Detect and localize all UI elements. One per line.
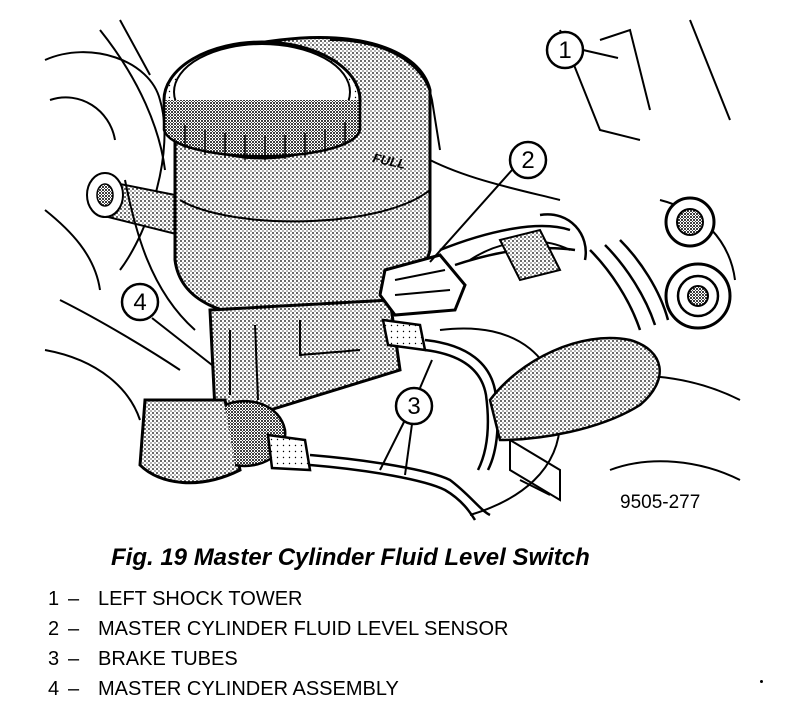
legend-list: 1–LEFT SHOCK TOWER 2–MASTER CYLINDER FLU… (48, 584, 508, 704)
callout-3: 3 (379, 359, 434, 476)
legend-label: LEFT SHOCK TOWER (98, 588, 303, 610)
legend-dash: – (68, 618, 80, 640)
bolt-upper (664, 196, 716, 248)
reservoir-cap (162, 40, 362, 160)
legend-label: MASTER CYLINDER FLUID LEVEL SENSOR (98, 618, 509, 640)
callout-3-label: 3 (407, 393, 420, 420)
legend-item: 1–LEFT SHOCK TOWER (48, 584, 508, 614)
figure-number: 9505-277 (620, 492, 700, 513)
legend-dash: – (68, 588, 80, 610)
callout-2-label: 2 (521, 147, 534, 174)
full-mark-text: FULL (371, 150, 407, 172)
master-cylinder-body (208, 298, 402, 412)
stray-mark (760, 680, 763, 683)
brake-tubes (309, 338, 499, 521)
legend-number: 3 (48, 648, 60, 670)
callout-1-label: 1 (558, 37, 571, 64)
fluid-level-sensor (378, 213, 588, 317)
legend-dash: – (68, 648, 80, 670)
legend-item: 4–MASTER CYLINDER ASSEMBLY (48, 674, 508, 704)
legend-number: 2 (48, 618, 60, 640)
callout-1: 1 (545, 30, 619, 70)
legend-item: 2–MASTER CYLINDER FLUID LEVEL SENSOR (48, 614, 508, 644)
legend-number: 4 (48, 678, 60, 700)
wire-harness (589, 239, 670, 331)
legend-item: 3–BRAKE TUBES (48, 644, 508, 674)
mounting-flange (138, 398, 287, 485)
harness-sleeve (488, 336, 661, 442)
callout-4-label: 4 (133, 289, 146, 316)
callout-2: 2 (429, 140, 548, 263)
bolt-lower (664, 262, 732, 330)
legend-label: BRAKE TUBES (98, 648, 238, 670)
legend-dash: – (68, 678, 80, 700)
callout-4: 4 (120, 282, 213, 366)
legend-label: MASTER CYLINDER ASSEMBLY (98, 678, 399, 700)
figure-caption: Fig. 19 Master Cylinder Fluid Level Swit… (111, 544, 590, 571)
legend-number: 1 (48, 588, 60, 610)
master-cylinder-illustration: FULL (44, 19, 741, 521)
